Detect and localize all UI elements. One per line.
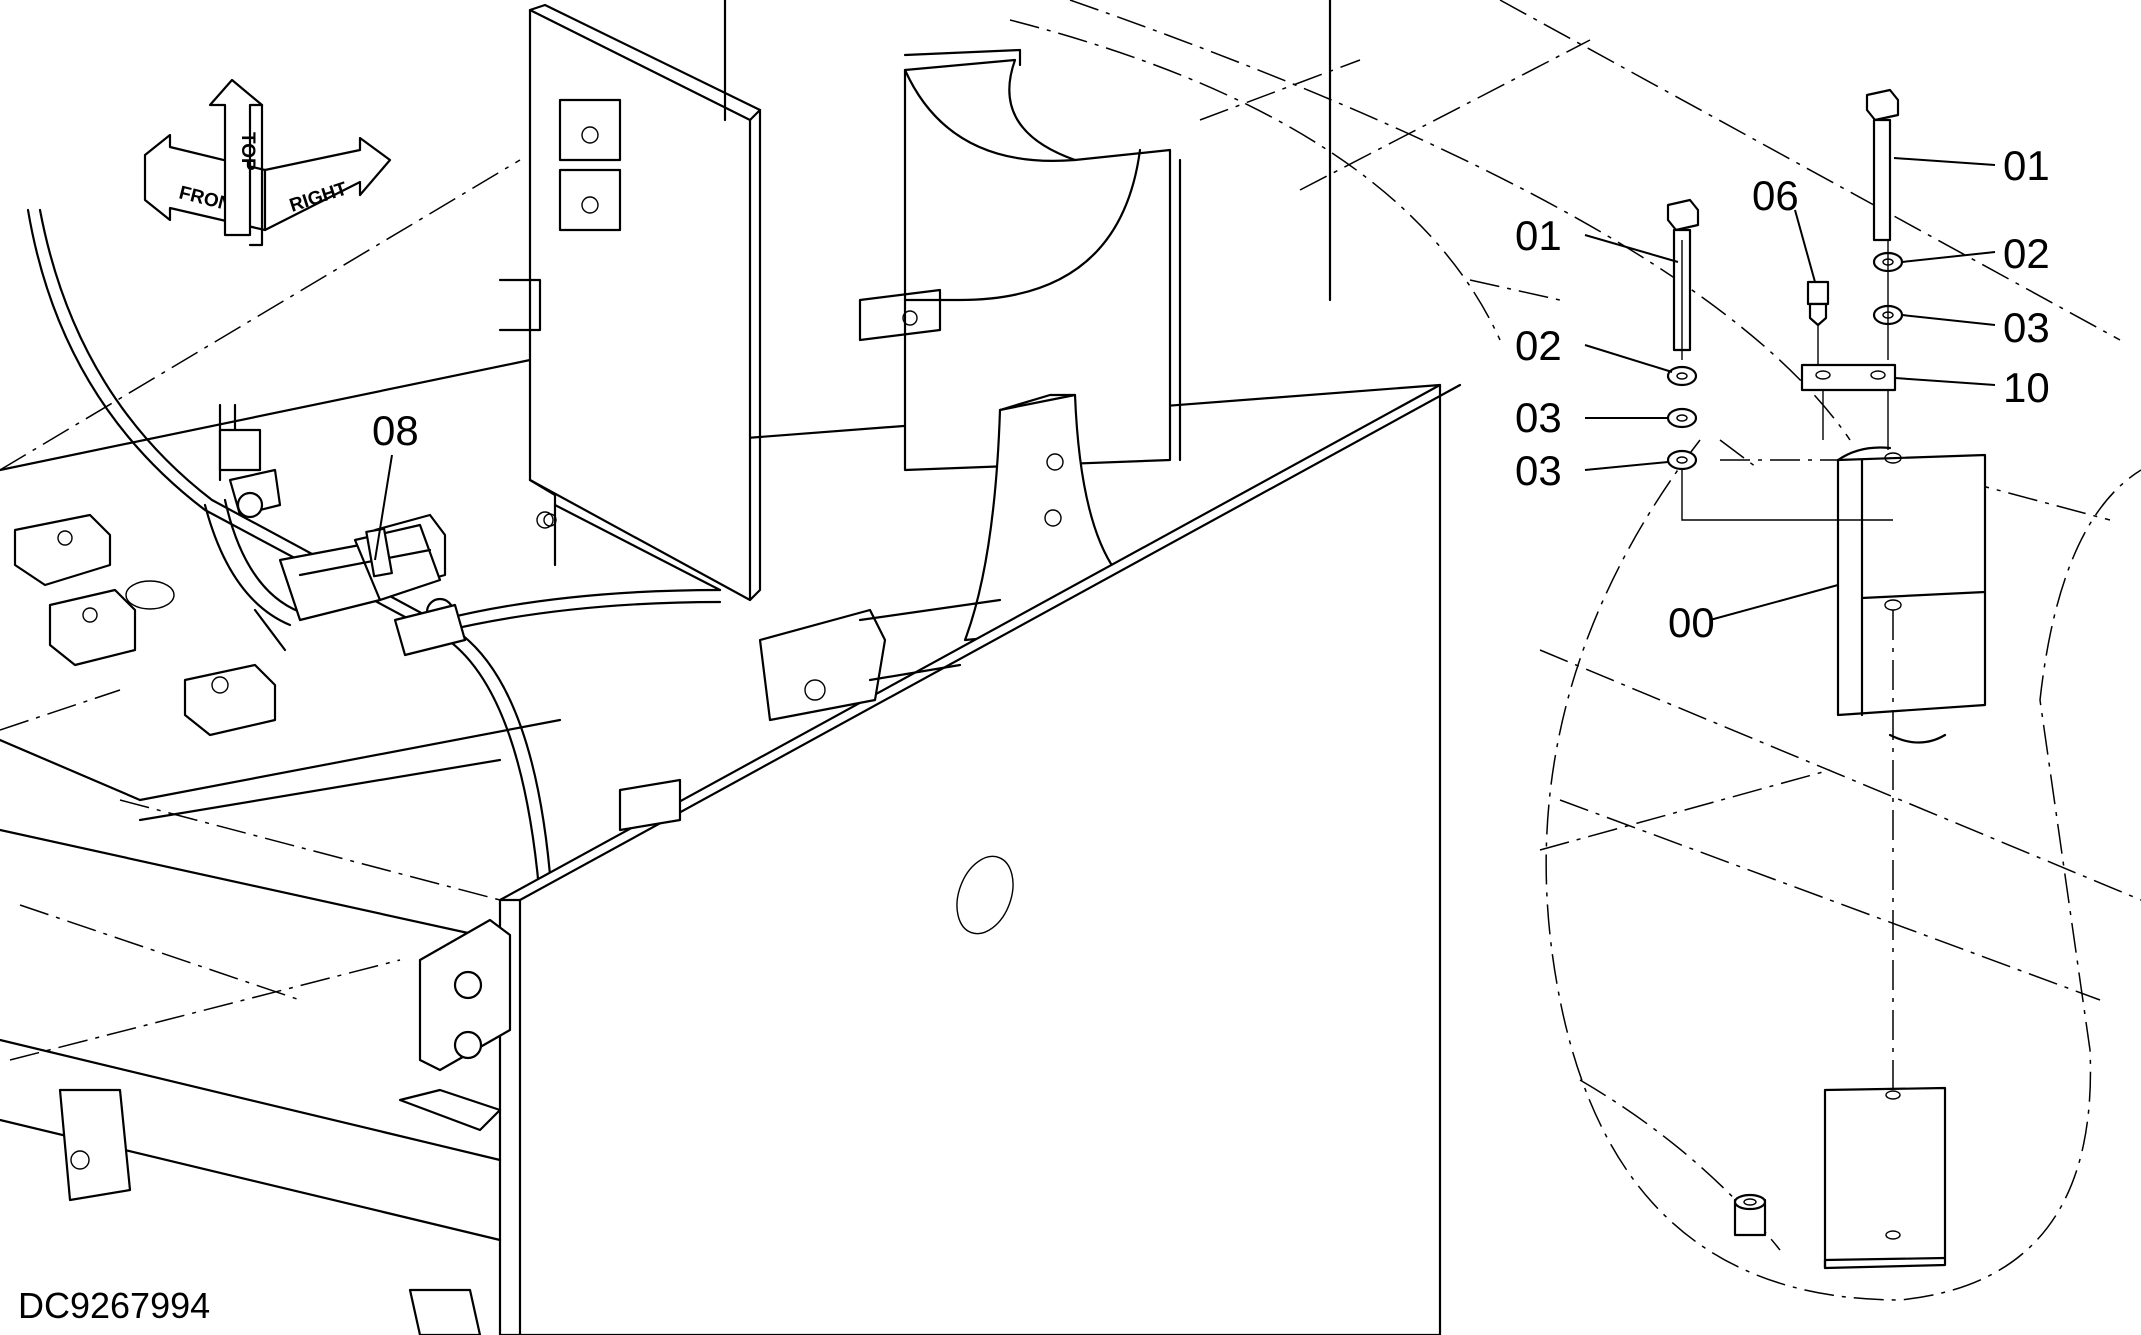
washer-left-a	[1666, 407, 1698, 429]
leader-lines	[374, 157, 1996, 621]
callout-01-right: 01	[2003, 142, 2050, 189]
document-id: DC9267994	[18, 1285, 210, 1326]
plate	[1800, 363, 1897, 392]
callout-10: 10	[2003, 364, 2050, 411]
reference-lines	[0, 0, 2141, 1301]
right-arrow: RIGHT	[263, 136, 392, 232]
lock-washer-left	[1666, 365, 1698, 387]
top-arrow: TOP	[208, 78, 264, 247]
callout-02-left: 02	[1515, 322, 1562, 369]
grease-fitting	[1806, 280, 1830, 365]
front-plate	[0, 383, 1462, 1335]
block	[1836, 446, 1987, 744]
callout-03-b: 03	[1515, 447, 1562, 494]
exploded-parts	[1666, 88, 1987, 1270]
washer-left-b	[1666, 449, 1698, 471]
cradle-block	[858, 0, 1332, 472]
callout-03-right: 03	[2003, 304, 2050, 351]
vertical-panel-left	[498, 0, 762, 602]
nut	[1733, 1193, 1767, 1237]
callout-01-left: 01	[1515, 212, 1562, 259]
bottom-plate	[1823, 1086, 1947, 1270]
callout-00: 00	[1668, 599, 1715, 646]
callout-02-right: 02	[2003, 230, 2050, 277]
top-label: TOP	[237, 132, 258, 171]
callout-08: 08	[372, 407, 419, 454]
base-clips	[13, 513, 1002, 832]
bolt-left	[1666, 198, 1700, 352]
callout-03-a: 03	[1515, 394, 1562, 441]
callout-06: 06	[1752, 172, 1799, 219]
bolt-right	[1865, 88, 1900, 242]
clamp-assembly	[203, 403, 467, 657]
callout-labels: 01 02 03 03 06 01 02 03 10 00 08	[372, 142, 2050, 646]
orientation-indicator: FRONT TOP RIGHT	[143, 78, 392, 247]
